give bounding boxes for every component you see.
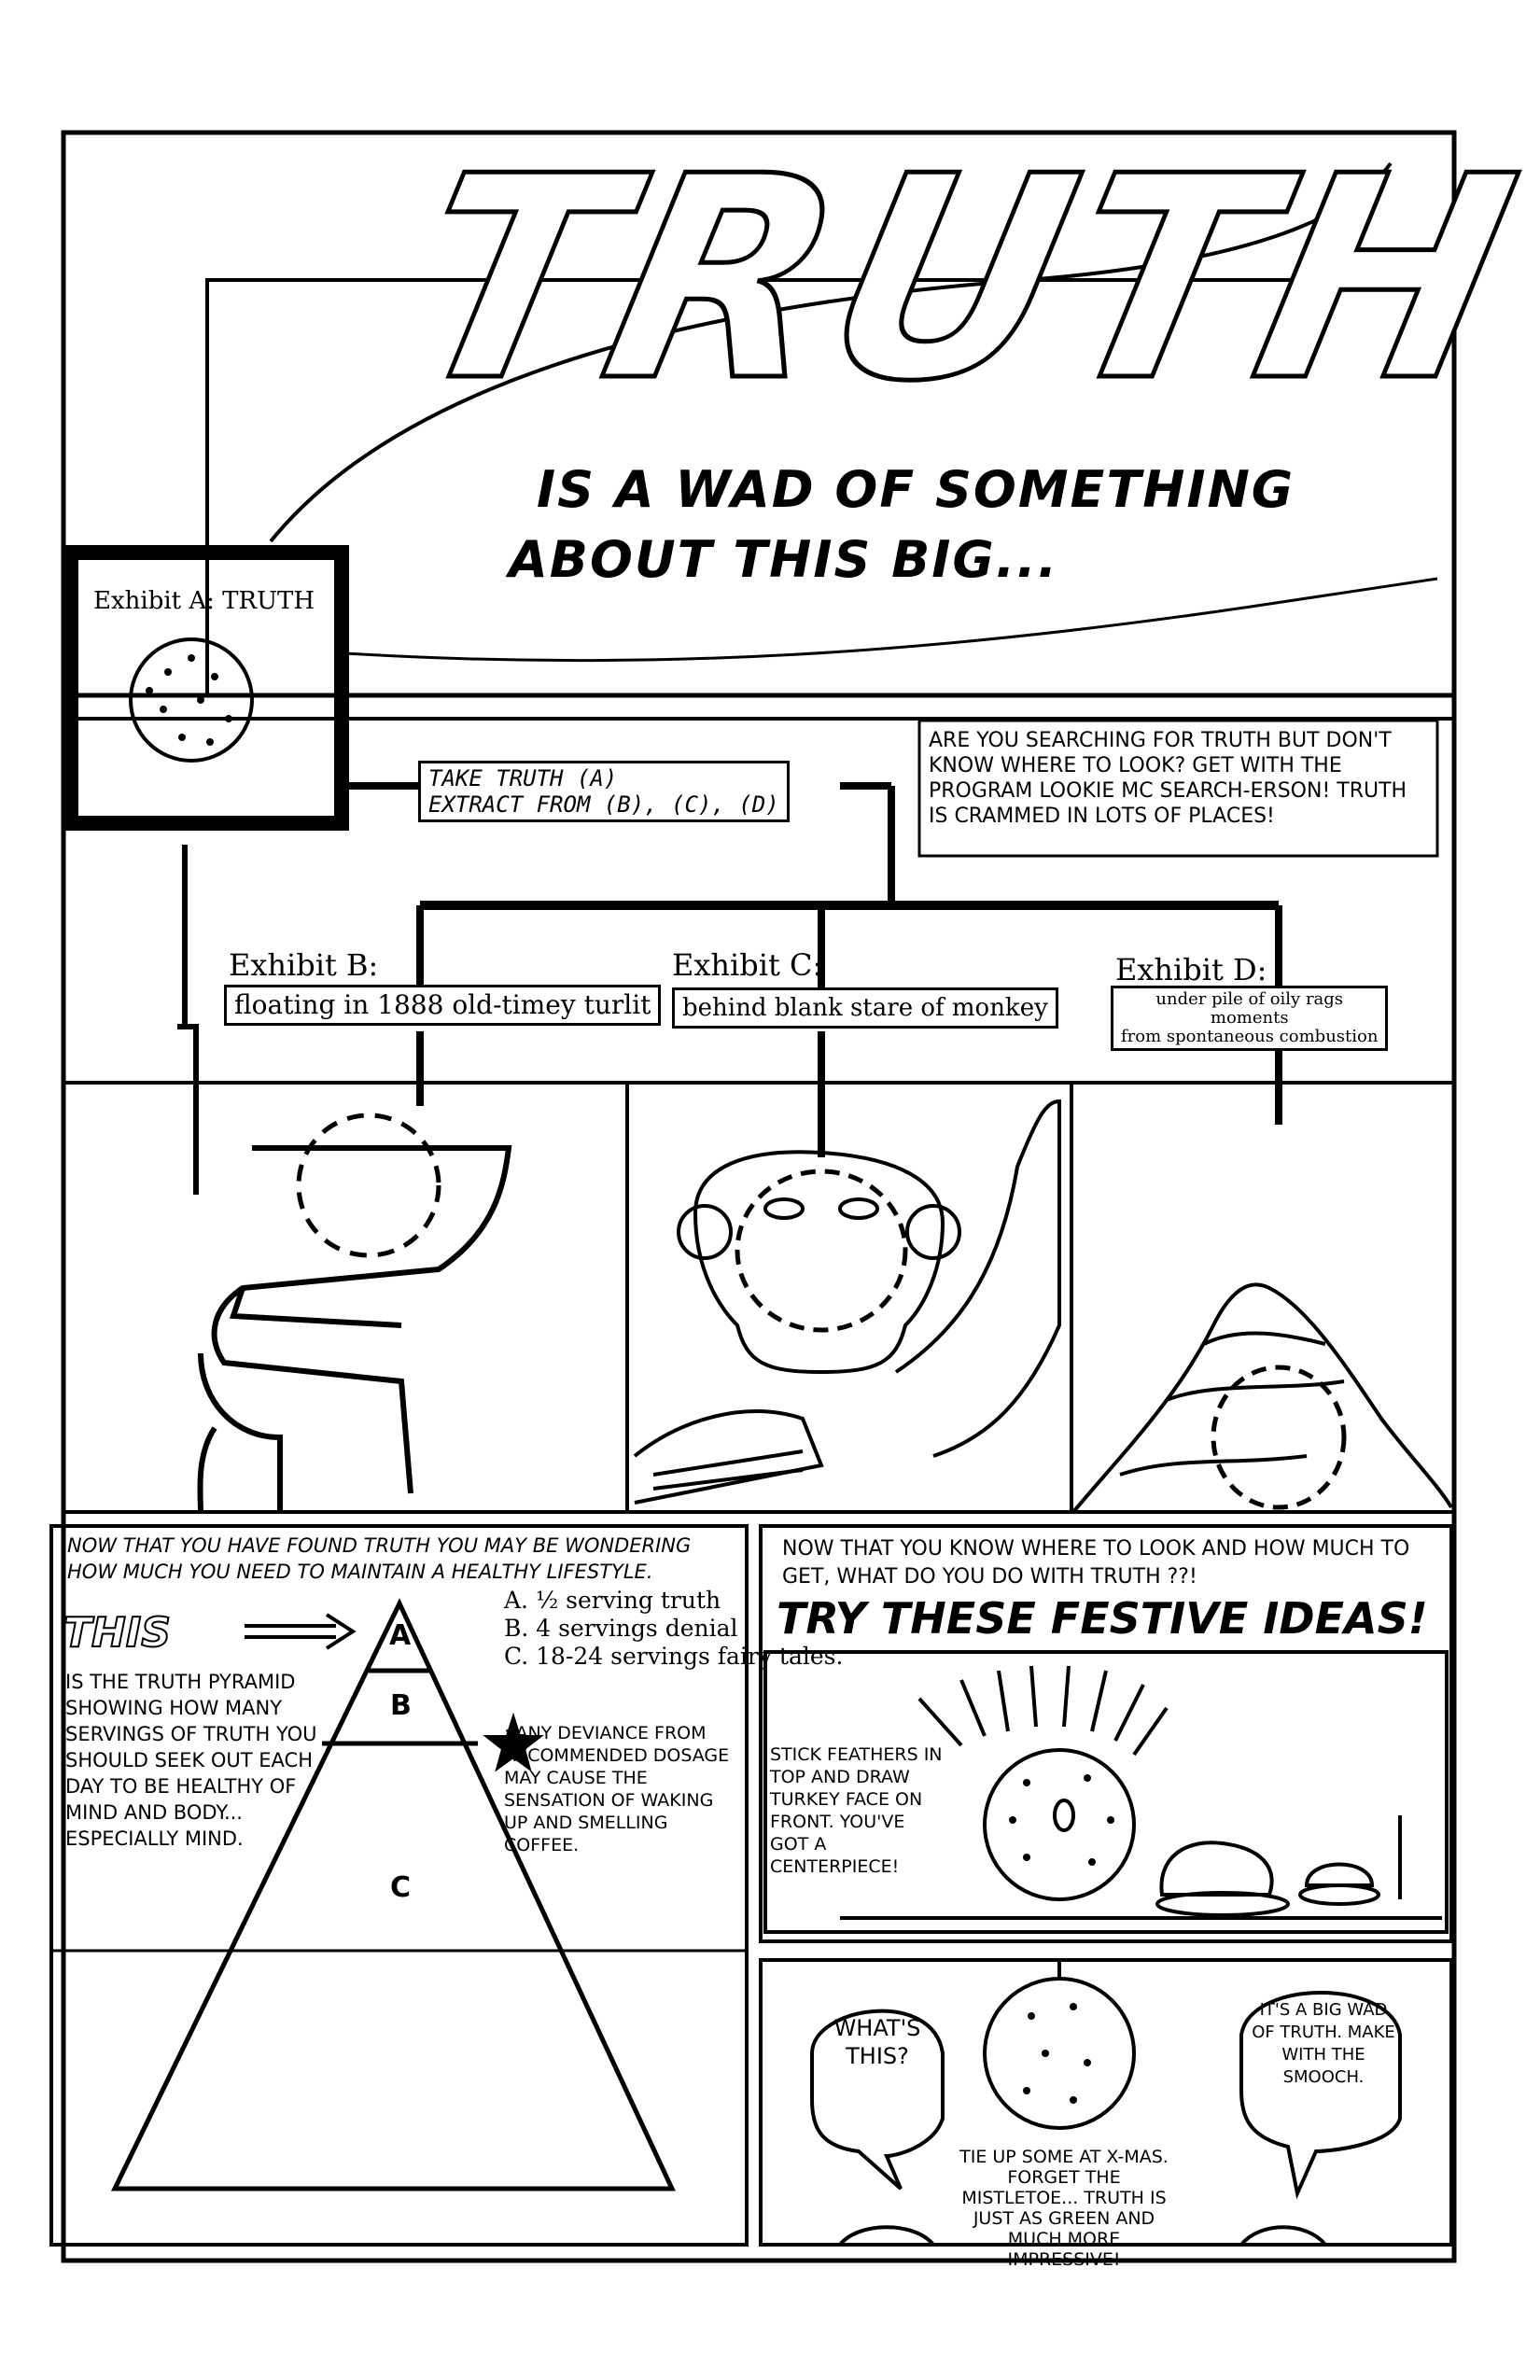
exhibit-d-caption-3: from spontaneous combustion xyxy=(1121,1027,1379,1046)
servings-list: A. ½ serving truth B. 4 servings denial … xyxy=(504,1587,843,1671)
instruction-line2: EXTRACT FROM (B), (C), (D) xyxy=(428,791,779,818)
wad-speckles xyxy=(146,654,1114,2104)
star-icon xyxy=(483,1712,544,1772)
bubble-left-text: WHAT'S THIS? xyxy=(833,2015,921,2069)
search-note: ARE YOU SEARCHING FOR TRUTH BUT DON'T KN… xyxy=(929,729,1407,828)
serving-b: B. 4 servings denial xyxy=(504,1615,738,1642)
exhibit-c-title: Exhibit C: xyxy=(672,947,823,983)
ideas-title: TRY THESE FESTIVE IDEAS! xyxy=(777,1593,1428,1644)
exhibit-d-title: Exhibit D: xyxy=(1115,952,1267,987)
bubble-right-text: IT'S A BIG WAD OF TRUTH. MAKE WITH THE S… xyxy=(1252,2000,1395,2087)
pyramid-description: IS THE TRUTH PYRAMID SHOWING HOW MANY SE… xyxy=(65,1671,317,1850)
title-swoosh xyxy=(269,161,1393,543)
serving-c: C. 18-24 servings fairy tales. xyxy=(504,1643,844,1670)
subtitle-line1: IS A WAD OF SOMETHING xyxy=(537,460,1295,519)
exhibit-a-label: Exhibit A: TRUTH xyxy=(93,587,315,615)
exhibit-d-caption-1: under pile of oily rags xyxy=(1155,989,1344,1009)
speech-bubble-right xyxy=(1239,1991,1402,2200)
turkey-wad-drawing xyxy=(840,1665,1442,1920)
xmas-tip: TIE UP SOME AT X-MAS. FORGET THE MISTLET… xyxy=(959,2147,1169,2270)
ideas-intro: NOW THAT YOU KNOW WHERE TO LOOK AND HOW … xyxy=(782,1537,1410,1589)
monkey-drawing xyxy=(633,1099,1061,1505)
deviance-note: : ANY DEVIANCE FROM RECOMMENDED DOSAGE M… xyxy=(504,1723,730,1855)
rag-pile-drawing xyxy=(1071,1282,1453,1514)
exhibit-d-caption: under pile of oily rags moments from spo… xyxy=(1111,986,1389,1051)
hanging-truth-wad xyxy=(983,1977,1136,2130)
exhibit-d-caption-2: moments xyxy=(1210,1008,1289,1028)
turkey-tip: STICK FEATHERS IN TOP AND DRAW TURKEY FA… xyxy=(770,1744,943,1877)
pyramid-label-c: C xyxy=(390,1871,412,1904)
toilet-drawing xyxy=(177,845,512,1513)
pyramid-label-b: B xyxy=(390,1689,412,1722)
mistletoe-panel-frame xyxy=(759,1958,1453,2247)
this-word: THIS xyxy=(63,1608,172,1658)
instruction-line1: TAKE TRUTH (A) xyxy=(428,765,618,791)
instruction-box: TAKE TRUTH (A) EXTRACT FROM (B), (C), (D… xyxy=(418,761,790,822)
turkey-panel-frame xyxy=(763,1650,1449,1934)
pyramid-label-a: A xyxy=(389,1619,412,1652)
exhibit-panel-frame xyxy=(62,717,1456,1514)
serving-a: A. ½ serving truth xyxy=(504,1587,721,1614)
title-panel-inner xyxy=(205,278,1456,697)
pyramid-panel-frame xyxy=(49,1524,749,2247)
exhibit-b-caption: floating in 1888 old-timey turlit xyxy=(224,985,662,1026)
speech-bubble-left xyxy=(810,2009,945,2191)
subtitle-line2: ABOUT THIS BIG... xyxy=(509,530,1059,589)
truth-wad-a xyxy=(129,637,254,763)
title-truth: TRUTH xyxy=(384,115,1540,445)
exhibit-b-title: Exhibit B: xyxy=(229,947,379,983)
truth-pyramid xyxy=(111,1598,676,2191)
exhibit-c-caption: behind blank stare of monkey xyxy=(672,987,1058,1029)
exhibit-a-frame xyxy=(63,545,349,831)
pyramid-intro: NOW THAT YOU HAVE FOUND TRUTH YOU MAY BE… xyxy=(67,1534,692,1583)
ideas-panel-frame xyxy=(759,1524,1453,1943)
arrow-icon xyxy=(245,1613,357,1650)
